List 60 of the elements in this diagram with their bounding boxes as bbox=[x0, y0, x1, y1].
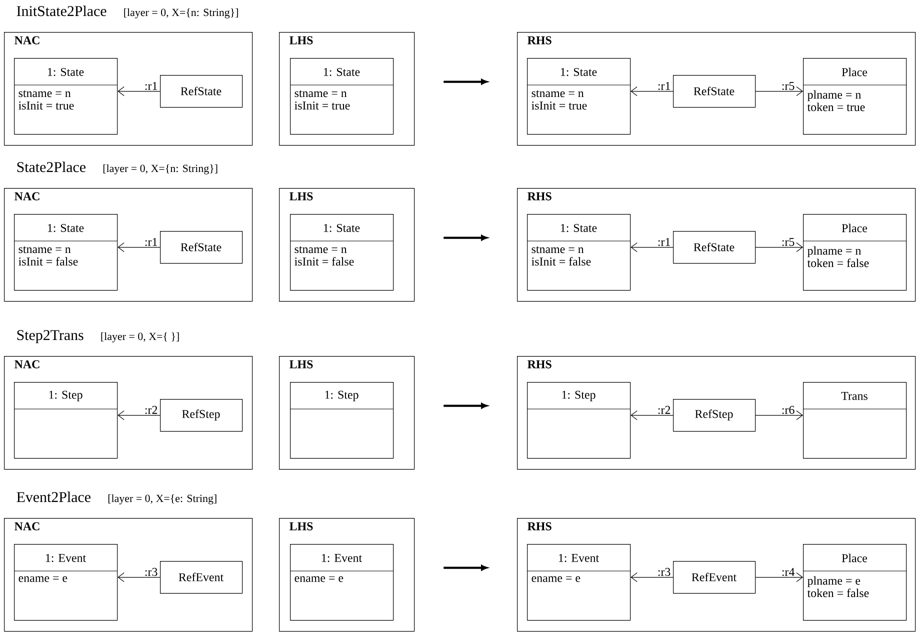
class-box: 1: Step bbox=[14, 382, 118, 459]
association-arrow bbox=[630, 572, 674, 582]
association-arrow bbox=[755, 572, 803, 582]
edge-label: :r2 bbox=[145, 406, 158, 414]
arrow bbox=[444, 79, 488, 85]
edge-label: :r2 bbox=[658, 406, 670, 414]
class-box: 1: Step bbox=[290, 382, 394, 459]
rule-name: State2Place bbox=[17, 162, 86, 172]
class-box: 1: State stname = n isInit = false bbox=[14, 214, 118, 291]
arrow bbox=[444, 234, 488, 241]
edge-label: :r3 bbox=[145, 568, 158, 576]
rule-parameters: [layer = 0, X={n: String}] bbox=[103, 164, 218, 174]
rule-name: InitState2Place bbox=[16, 6, 106, 16]
class-box: 1: State stname = n isInit = true bbox=[526, 58, 631, 135]
association-arrow bbox=[118, 572, 160, 582]
object-box: RefStep bbox=[673, 399, 756, 432]
association-arrow bbox=[755, 86, 803, 96]
class-box: 1: Event ename = e bbox=[290, 544, 394, 621]
arrow bbox=[444, 565, 488, 571]
class-box: 1: State stname = n isInit = false bbox=[526, 214, 631, 291]
object-box: RefEvent bbox=[160, 561, 243, 594]
edge-label: :r5 bbox=[782, 238, 794, 246]
object-box: RefState bbox=[160, 231, 243, 264]
association-arrow bbox=[755, 242, 803, 252]
class-box: 1: Event ename = e bbox=[14, 544, 118, 621]
association-arrow bbox=[630, 86, 674, 96]
association-arrow bbox=[630, 410, 674, 420]
class-box: Place plname = n token = true bbox=[802, 58, 907, 135]
edge-label: :r1 bbox=[658, 238, 670, 246]
arrow bbox=[444, 403, 488, 409]
association-arrow bbox=[118, 86, 160, 96]
association-arrow bbox=[755, 410, 803, 420]
class-box: 1: State stname = n isInit = true bbox=[14, 58, 118, 135]
object-box: RefEvent bbox=[673, 561, 756, 594]
class-box: 1: State stname = n isInit = false bbox=[290, 214, 394, 291]
object-box: RefState bbox=[673, 231, 756, 264]
rule-parameters: [layer = 0, X={n: String}] bbox=[124, 8, 238, 18]
object-box: RefState bbox=[673, 75, 756, 108]
class-box: 1: State stname = n isInit = true bbox=[290, 58, 394, 135]
edge-label: :r4 bbox=[782, 568, 795, 576]
association-arrow bbox=[630, 242, 674, 252]
rule-name: Step2Trans bbox=[17, 330, 84, 344]
rule-parameters: [layer = 0, X={ }] bbox=[101, 332, 179, 342]
class-box: Trans bbox=[802, 382, 907, 459]
association-arrow bbox=[118, 410, 160, 420]
class-box: 1: Event ename = e bbox=[526, 544, 631, 621]
object-box: RefStep bbox=[160, 399, 243, 432]
rule-name: Event2Place bbox=[16, 492, 90, 502]
edge-label: :r1 bbox=[658, 82, 670, 90]
edge-label: :r6 bbox=[782, 406, 794, 414]
edge-label: :r5 bbox=[782, 82, 794, 90]
rule-parameters: [layer = 0, X={e: String] bbox=[108, 494, 216, 504]
class-box: 1: Step bbox=[526, 382, 631, 459]
association-arrow bbox=[118, 242, 160, 252]
class-box: Place plname = e token = false bbox=[802, 544, 907, 621]
object-box: RefState bbox=[160, 75, 243, 108]
class-box: Place plname = n token = false bbox=[802, 214, 907, 291]
edge-label: :r1 bbox=[145, 82, 157, 90]
edge-label: :r3 bbox=[658, 568, 670, 576]
edge-label: :r1 bbox=[145, 238, 157, 246]
